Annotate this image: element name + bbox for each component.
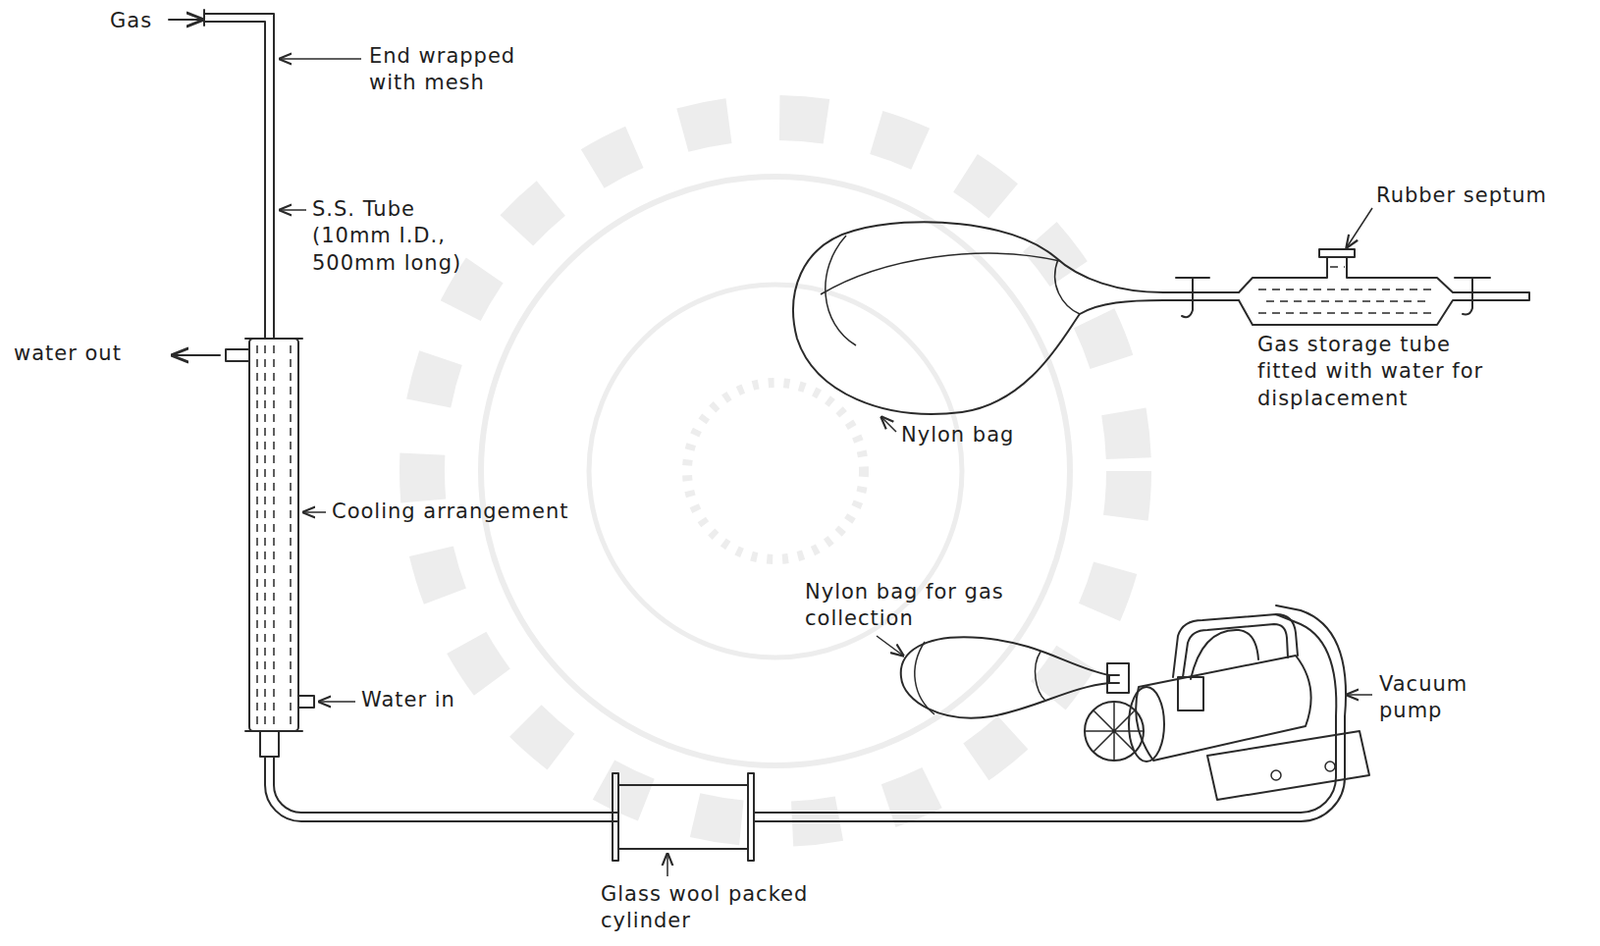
- storage-bag: [825, 235, 856, 346]
- watermark-logo: [422, 117, 1129, 825]
- leader-line: [319, 700, 356, 703]
- ss-tube: [204, 21, 266, 339]
- ss-tube: [273, 756, 619, 813]
- gas-label: Gas: [109, 7, 153, 35]
- cooling-jacket: [298, 695, 315, 708]
- vacuum-pump: [1084, 605, 1370, 800]
- gas-storage-tube: [1258, 288, 1434, 291]
- suction-tube: [753, 716, 1345, 822]
- vacuum-pump: [1325, 761, 1335, 772]
- leader-line: [279, 57, 362, 60]
- glass-wool-cylinder: [612, 773, 619, 861]
- water-arrow: [172, 355, 220, 357]
- collection-bag: [901, 637, 1120, 718]
- cooling-label: Cooling arrangement: [331, 498, 569, 526]
- glass-wool-cylinder: [747, 773, 754, 861]
- water-inlet-label: Water in: [361, 687, 456, 714]
- ss-tube: [265, 756, 619, 822]
- vacuum-pump: [1271, 770, 1281, 781]
- tube-label: S.S. Tube (10mm I.D., 500mm long): [312, 196, 480, 277]
- vacuum-pump: [1084, 701, 1144, 761]
- leader-line: [1346, 693, 1373, 696]
- gas-storage-tube: [1460, 292, 1530, 301]
- pump-label: Vacuum pump: [1379, 671, 1517, 726]
- cooling-jacket: [225, 349, 250, 362]
- gas-storage-tube: [1238, 257, 1461, 325]
- vacuum-pump: [1190, 630, 1259, 680]
- cooling-jacket: [289, 345, 292, 725]
- septum-label: Rubber septum: [1376, 182, 1547, 210]
- watermark-logo: [422, 117, 1129, 825]
- glass-wool-cylinder: [618, 785, 748, 850]
- cooling-jacket: [245, 337, 303, 340]
- suction-tube: [753, 716, 1345, 822]
- suction-tube: [753, 716, 1336, 813]
- leader-line: [303, 511, 326, 514]
- gas-arrow: [168, 19, 203, 21]
- leader-line: [279, 58, 1373, 877]
- cylinder-label: Glass wool packed cylinder: [600, 881, 866, 936]
- gas-storage-tube: [1319, 249, 1355, 258]
- leader-line: [279, 209, 307, 212]
- gas-arrow: [168, 18, 203, 21]
- vacuum-pump: [1177, 677, 1204, 711]
- storage-bag: [793, 221, 1164, 415]
- cooling-jacket: [249, 338, 299, 732]
- leader-line: [666, 853, 669, 877]
- vacuum-pump: [1207, 731, 1370, 800]
- gas-storage-tube: [1266, 300, 1429, 303]
- gas-storage-tube: [1330, 266, 1345, 268]
- ss-tube: [204, 13, 274, 339]
- collection-bag: [1035, 651, 1046, 701]
- gas-storage-tube: [1454, 277, 1491, 315]
- vacuum-pump: [1107, 663, 1129, 694]
- storage-tube-label: Gas storage tube fitted with water for d…: [1257, 331, 1518, 413]
- water-outlet-label: water out: [13, 340, 122, 368]
- collection-bag: [901, 637, 1110, 718]
- vacuum-pump: [1173, 614, 1298, 678]
- storage-bag: [793, 221, 1164, 415]
- water-arrow: [172, 354, 220, 357]
- gas-storage-tube: [1175, 277, 1210, 318]
- watermark-logo: [480, 176, 1070, 766]
- leader-line: [876, 636, 904, 656]
- glass-wool-cylinder: [612, 773, 754, 861]
- storage-bag: [820, 253, 1061, 295]
- leader-line: [881, 417, 897, 432]
- ss-tube: [203, 9, 206, 26]
- storage-bag: [1055, 259, 1080, 315]
- cooling-jacket: [264, 345, 267, 725]
- ss-tube: [204, 9, 619, 822]
- gas-storage-tube: [1258, 312, 1434, 315]
- vacuum-pump: [1084, 701, 1144, 761]
- gas-storage-tube: [1163, 249, 1530, 325]
- bag-label: Nylon bag for gas collection: [804, 579, 1016, 634]
- cooling-jacket: [272, 345, 275, 725]
- gas-storage-tube: [1163, 292, 1239, 301]
- vacuum-pump: [1276, 605, 1346, 717]
- ss-tube: [260, 731, 279, 757]
- collection-bag: [1109, 675, 1120, 684]
- cooling-jacket: [245, 730, 303, 733]
- cooling-jacket: [256, 345, 259, 725]
- bag-label: Nylon bag: [901, 422, 1014, 449]
- leader-line: [1346, 208, 1373, 248]
- watermark-logo: [687, 382, 864, 560]
- cooling-jacket: [225, 338, 315, 732]
- vacuum-pump: [1182, 624, 1288, 678]
- collection-bag: [914, 641, 935, 715]
- tube-end-label: End wrapped with mesh: [369, 43, 556, 98]
